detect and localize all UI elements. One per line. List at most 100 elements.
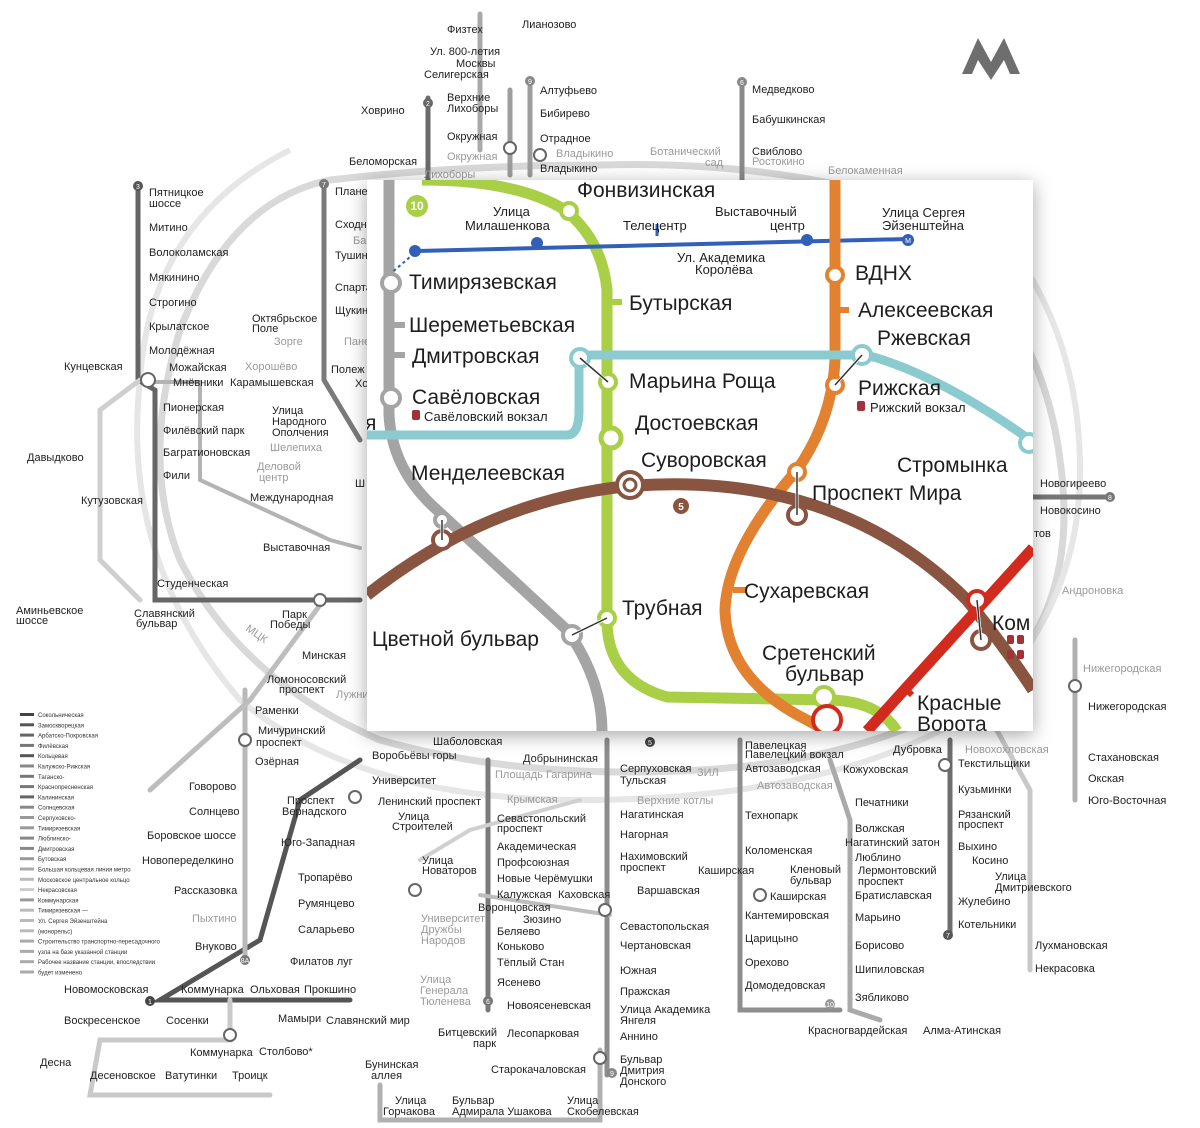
legend-label: Люблинско- <box>38 837 71 843</box>
station-label: Коммунарка <box>181 984 245 996</box>
legend-label: Некрасовская <box>38 888 77 894</box>
station-label: Бульвар <box>452 1095 494 1107</box>
station-label: Бабушкинская <box>752 114 825 126</box>
station-dmitrovskaya: Дмитровская <box>412 345 540 368</box>
station-sretensky-2: бульвар <box>785 663 864 686</box>
legend-swatch <box>20 908 34 912</box>
svg-text:2: 2 <box>426 101 430 108</box>
station-label: Ольховая <box>250 984 300 996</box>
station-label: Проспект <box>287 795 335 807</box>
station-label: Новаторов <box>422 865 477 877</box>
red-line <box>862 544 1033 731</box>
station-label: Плане <box>335 186 368 198</box>
station-label: Студенческая <box>157 578 228 590</box>
station-label: Марьино <box>855 912 901 924</box>
legend-swatch <box>20 960 34 964</box>
legend-swatch <box>20 929 34 933</box>
legend-label: Тимирязевская <box>38 826 80 832</box>
station-label: Красногвардейская <box>808 1025 907 1037</box>
station-label: Севастопольский <box>497 813 586 825</box>
station-label: Сходн <box>335 219 367 231</box>
station-butyrskaya: Бутырская <box>629 292 732 315</box>
station-label: Ботанический <box>650 146 721 158</box>
station-vystavochny: Выставочный <box>715 204 797 219</box>
station-label: Генерала <box>420 985 469 997</box>
legend-row: Ул. Сергея Эйзенштейна <box>20 918 108 925</box>
station-label: Отрадное <box>540 133 591 145</box>
station-label: Тульская <box>620 775 666 787</box>
station-label: Аннино <box>620 1031 658 1043</box>
station-label: Пыхтино <box>192 913 237 925</box>
station-label: проспект <box>958 819 1004 831</box>
station-label: Добрынинская <box>523 753 598 765</box>
legend-swatch <box>20 846 34 850</box>
station-label: Лужни <box>336 689 369 701</box>
station-label: Зюзино <box>523 914 561 926</box>
grey-line <box>383 180 608 731</box>
station-label: Лермонтовский <box>858 865 937 877</box>
station-label: Строителей <box>392 821 453 833</box>
station-label: Ш <box>355 478 365 490</box>
station-label: Шелепиха <box>270 442 323 454</box>
legend-row: будет изменено <box>20 970 83 977</box>
svg-text:5: 5 <box>648 740 652 747</box>
svg-text:10: 10 <box>826 1002 834 1009</box>
legend-label: Калининская <box>38 795 74 801</box>
station-vystavochny-2: центр <box>770 218 805 233</box>
legend-row: Арбатско-Покровская <box>20 733 98 740</box>
legend-swatch <box>20 795 34 799</box>
station-label: Скобелевская <box>567 1106 639 1118</box>
station-label: Дружбы <box>421 924 462 936</box>
zoom-station-labels: Фонвизинская Улица Милашенкова Телецентр… <box>367 180 1030 731</box>
legend-row: Московское центральное кольцо <box>20 877 130 884</box>
svg-text:1: 1 <box>148 999 152 1006</box>
station-label: Аминьевское <box>16 605 83 617</box>
legend-swatch <box>20 836 34 840</box>
station-label: Янгеля <box>620 1015 656 1027</box>
station-label: Новые Черёмушки <box>497 873 593 885</box>
station-label: Ленинский проспект <box>378 796 481 808</box>
station-label: Филатов луг <box>290 956 353 968</box>
station-label: Ростокино <box>752 156 805 168</box>
station-eizenshteina-2: Эйзенштейна <box>882 218 965 233</box>
station-label: Лихоборы <box>424 169 475 181</box>
station-label: Стахановская <box>1088 752 1159 764</box>
station-label: Царицыно <box>745 933 798 945</box>
station-label: Улица <box>422 855 454 867</box>
svg-text:8A: 8A <box>241 958 250 965</box>
station-label: Бунинская <box>365 1059 418 1071</box>
line-badges: 3 7 2 9 6 1 8A 6 7 8 10 9 5 <box>133 76 1115 1078</box>
station-koroleva: Ул. Академика <box>677 250 766 265</box>
station-label: Шаболовская <box>433 736 502 748</box>
legend-row: Калининская <box>20 795 74 801</box>
station-label: Лесопарковая <box>507 1028 579 1040</box>
station-label: Шипиловская <box>855 964 924 976</box>
station-rizhsky-vokzal: Рижский вокзал <box>870 400 966 415</box>
station-label: Строгино <box>149 297 197 309</box>
station-label: Нижегородская <box>1088 701 1167 713</box>
station-label: Новокосино <box>1040 505 1101 517</box>
station-label: Пане <box>344 336 370 348</box>
station-label: Раменки <box>255 705 299 717</box>
zoom-ticks <box>391 224 915 698</box>
station-sheremetyevskaya: Шереметьевская <box>409 314 575 337</box>
station-label: Боровское шоссе <box>147 830 236 842</box>
station-label: Пражская <box>620 986 670 998</box>
station-label: Дмитрия <box>620 1065 664 1077</box>
station-savelovsky-vokzal: Савёловский вокзал <box>424 409 548 424</box>
station-rzhevskaya: Ржевская <box>877 327 971 350</box>
station-label: Дмитриевского <box>995 882 1072 894</box>
legend-swatch <box>20 816 34 819</box>
background-station-labels: Лианозово Физтех Ул. 800-летия Москвы Се… <box>16 19 1167 1118</box>
station-label: Багратионовская <box>163 447 250 459</box>
station-fonvizinskaya: Фонвизинская <box>577 180 715 202</box>
station-label: Каховская <box>558 889 610 901</box>
station-label: Зорге <box>274 336 303 348</box>
legend-label: Кольцевая <box>38 754 68 760</box>
legend-swatch <box>20 857 34 861</box>
legend-row: Таганско- <box>20 774 64 781</box>
station-label: Ясенево <box>497 977 541 989</box>
station-label: Горчакова <box>383 1106 436 1118</box>
legend-row: узла на базе указанной станции <box>20 949 127 956</box>
